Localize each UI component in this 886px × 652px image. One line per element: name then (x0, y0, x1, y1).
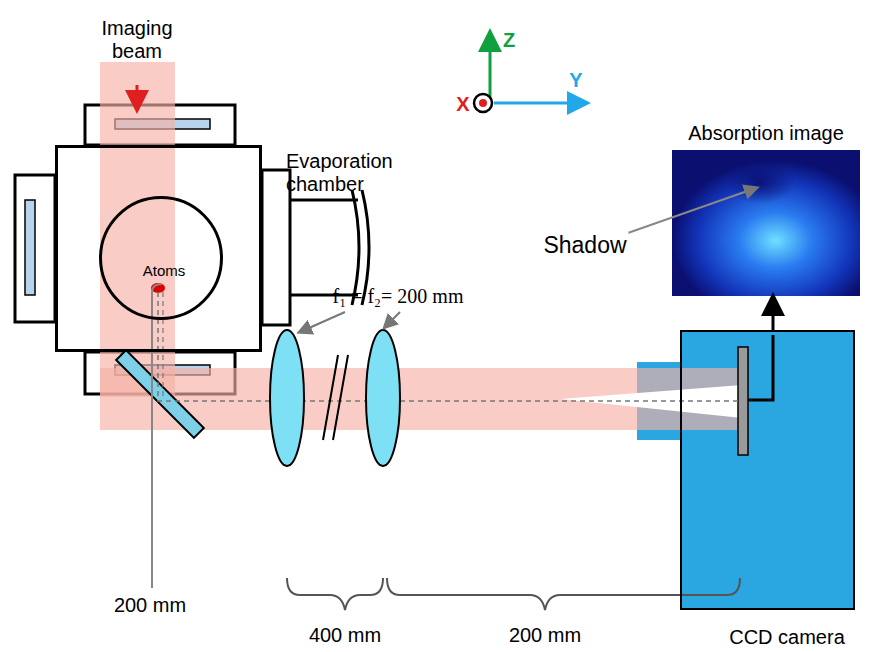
axis-label: Z (503, 29, 515, 52)
dimension-label: 400 mm (309, 624, 381, 647)
axis-label: X (456, 93, 469, 116)
signal-arrow (772, 298, 775, 330)
node-label: Evaporation chamber (286, 150, 416, 196)
glass-cell-circle: Atoms (99, 196, 223, 320)
callout-label: Shadow (541, 232, 628, 258)
dimension-label: 200 mm (509, 624, 581, 647)
ccd-camera: CCD camera (680, 330, 855, 610)
node-label: Atoms (143, 262, 186, 279)
node-label: CCD camera (729, 626, 845, 649)
axis-label: Y (569, 69, 582, 92)
beam-label: Imaging beam (97, 17, 177, 63)
absorption-image: Absorption image (672, 150, 860, 296)
vacuum-chamber: Evaporation chamberAtoms (55, 145, 262, 352)
dimension-label: 200 mm (114, 594, 186, 617)
focal-length-label: f₁ = f₂= 200 mm (333, 285, 464, 308)
node-label: Absorption image (688, 122, 844, 145)
